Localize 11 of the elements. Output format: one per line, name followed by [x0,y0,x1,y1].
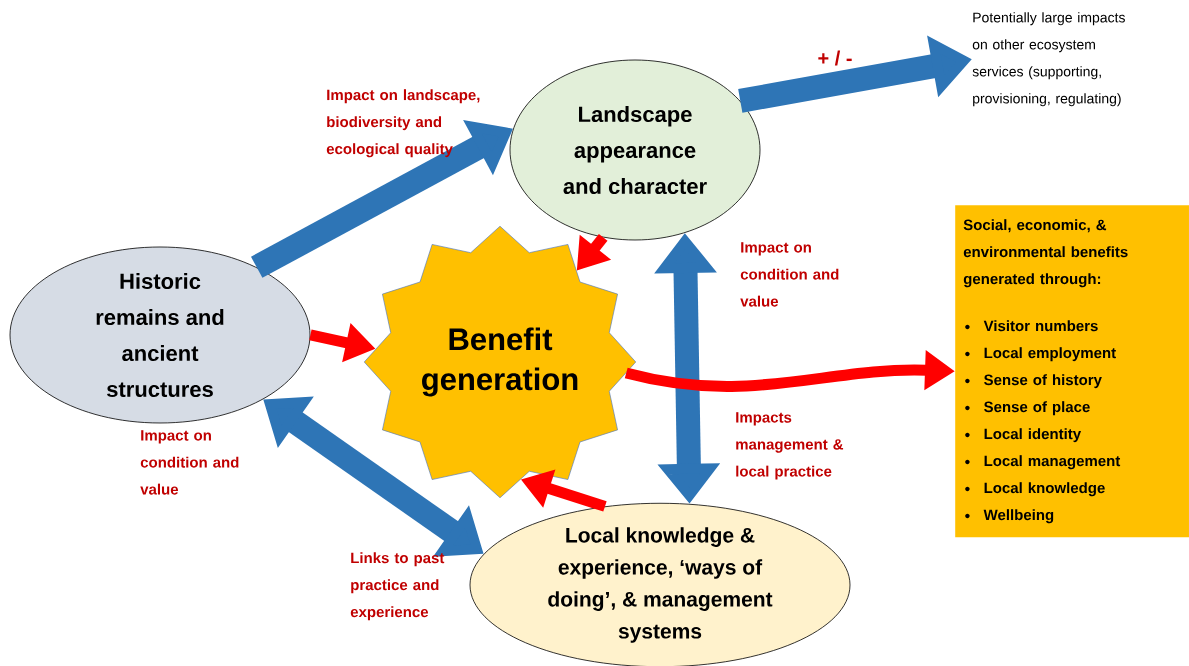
edge-label: + / - [818,50,852,66]
annotation-text: Impact on condition and value [740,242,839,307]
edge-label: Impact on landscape, biodiversity and ecological quality [326,89,480,158]
annotation-text: Links to past practice and experience [350,552,445,621]
ellipse-node: Landscape appearance and character [509,59,761,241]
benefits-box: Social, economic, & environmental benefits generated through: Visitor numbers Local employment Sense of history Sense of place Local identity Local management Local knowledge Wellbeing [955,205,1189,538]
ellipse-node: Historic remains and ancient structures [9,246,311,424]
note-text: Potentially large impacts on other ecosystem services (supporting, provisioning, regulating) [972,12,1125,107]
annotation-text: Impacts management & local practice [736,412,844,480]
starburst-node: Benefit generation [363,225,637,499]
ellipse-node: Local knowledge & experience, ‘ways of doing’, & management systems [469,502,851,666]
